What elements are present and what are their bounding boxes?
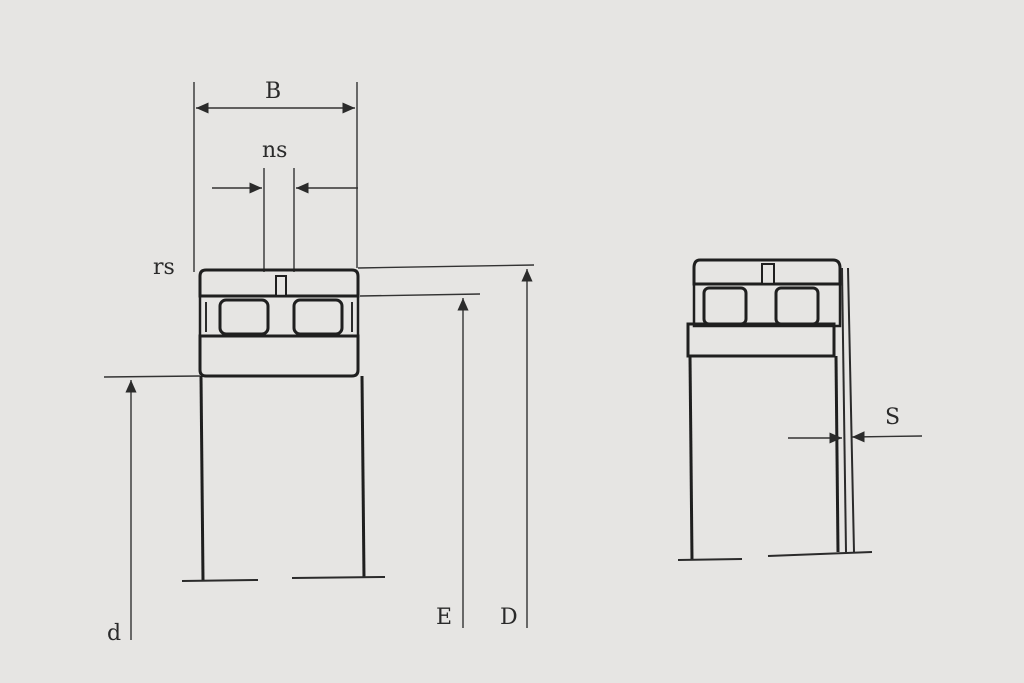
right-inner-ring: [686, 322, 836, 358]
dimension-ns: ns: [212, 138, 358, 272]
dimension-B: B: [193, 79, 358, 272]
base-line-right: [291, 576, 386, 579]
rollers: [198, 294, 360, 338]
outer-ring: [198, 268, 360, 298]
bore-wall-left: [199, 375, 205, 581]
label-D: D: [500, 605, 518, 630]
right-base-line-left: [677, 558, 743, 561]
left-bearing-view: B ns rs: [103, 79, 535, 646]
label-B: B: [265, 79, 281, 104]
right-outer-wall-2: [847, 267, 855, 553]
label-ns: ns: [262, 138, 287, 163]
label-S: S: [885, 405, 900, 430]
right-bearing-view: S: [677, 258, 923, 561]
dimension-d: d: [103, 375, 201, 646]
right-outer-wall-1: [841, 267, 847, 553]
right-outer-ring: [692, 258, 842, 286]
label-E: E: [436, 605, 452, 630]
dimension-D: D: [357, 264, 535, 630]
right-bore-wall-left: [688, 355, 694, 561]
label-d: d: [107, 621, 121, 646]
right-rollers: [692, 282, 842, 328]
base-line-left: [181, 579, 259, 582]
dimension-S: S: [788, 405, 923, 444]
bore-wall-right: [360, 375, 366, 579]
inner-ring: [198, 334, 360, 378]
dimension-E: E: [359, 293, 481, 630]
right-bore-wall-right: [834, 355, 840, 553]
label-rs: rs: [153, 255, 175, 280]
right-base-line-right: [767, 551, 873, 557]
